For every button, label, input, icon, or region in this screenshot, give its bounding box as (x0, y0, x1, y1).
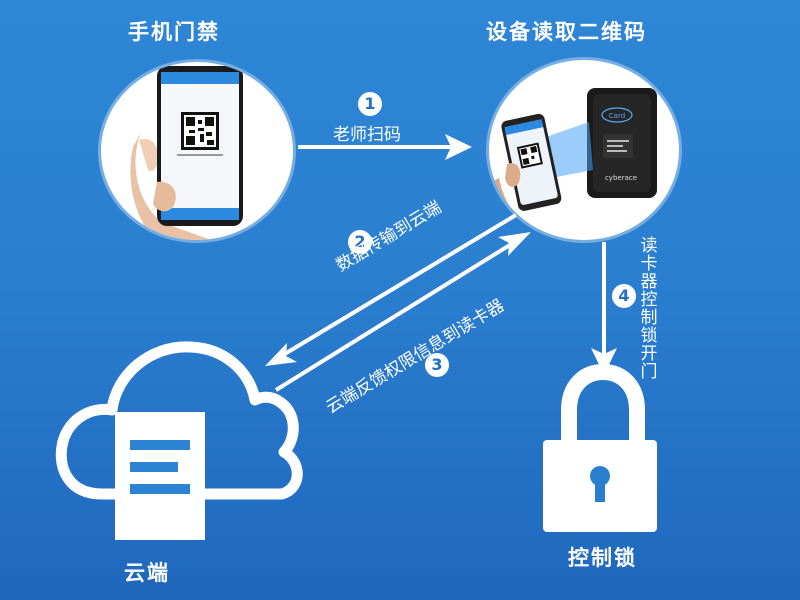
step-4-label: 读卡器控制锁开门 (640, 236, 658, 382)
step-4-number: 4 (612, 284, 636, 308)
step-2-number: 2 (348, 230, 372, 254)
arrow-3 (274, 232, 531, 392)
arrow-1 (298, 134, 472, 160)
cloud-title: 云端 (124, 561, 170, 585)
phone-image (101, 62, 293, 240)
lock-icon (543, 363, 657, 532)
phone-title: 手机门禁 (128, 20, 220, 44)
arrow-2 (265, 213, 518, 366)
reader-image: Card cyberace (489, 60, 679, 240)
lock-title: 控制锁 (568, 546, 637, 570)
cloud-icon (55, 341, 303, 540)
reader-title: 设备读取二维码 (486, 20, 647, 44)
step-3-number: 3 (425, 353, 449, 377)
card-text: Card (609, 112, 625, 120)
arrow-4 (591, 242, 617, 375)
step-1-number: 1 (358, 92, 382, 116)
brand-text: cyberace (605, 174, 637, 182)
step-1-label: 老师扫码 (333, 125, 401, 145)
